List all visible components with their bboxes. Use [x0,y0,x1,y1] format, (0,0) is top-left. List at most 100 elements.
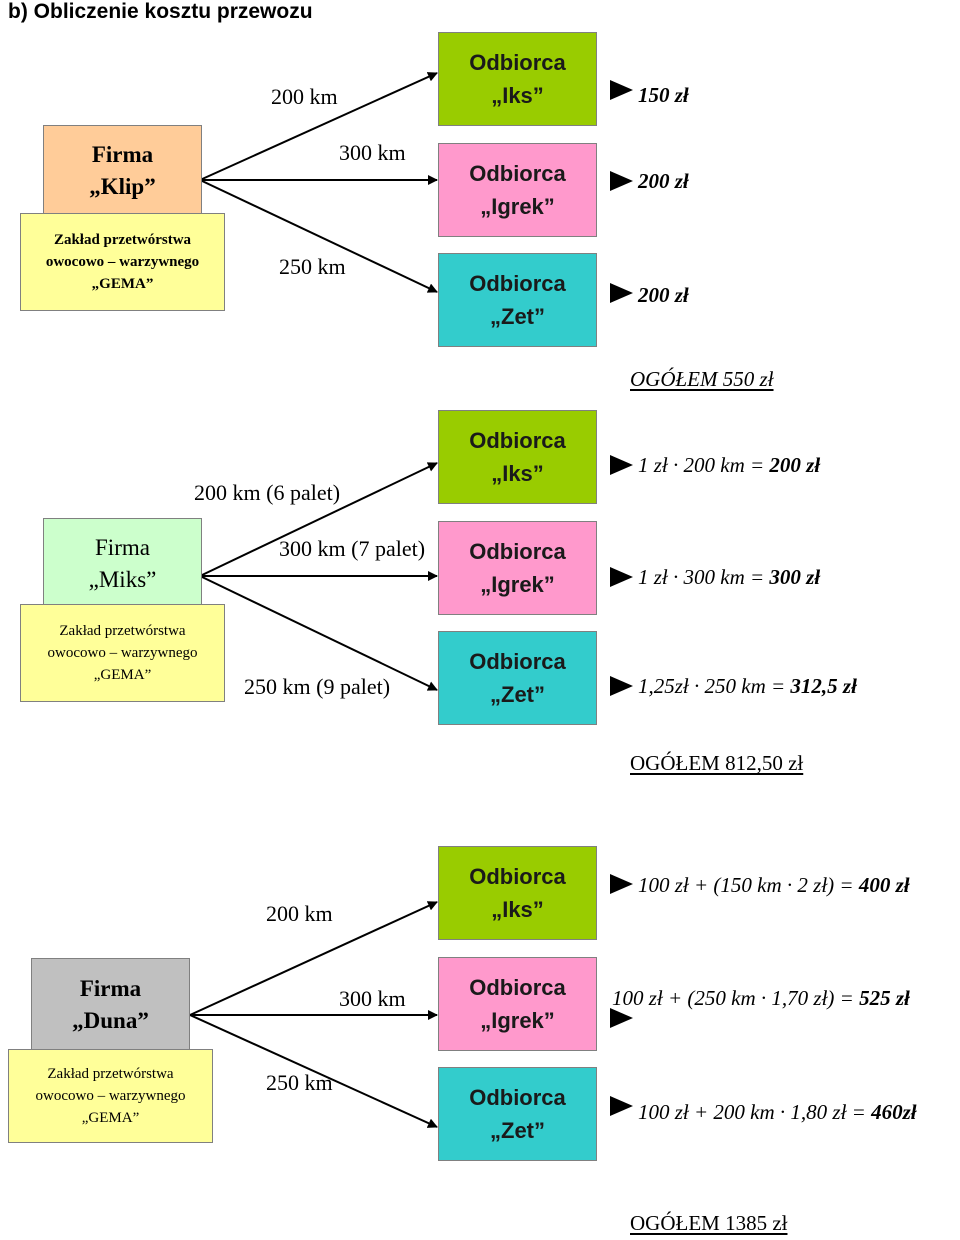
zaklad-gema-box: Zakład przetwórstwa owocowo – warzywnego… [8,1049,213,1143]
firma-label: Firma [79,976,142,1001]
result-arrow-3-iks [610,874,633,894]
route-line-miks-zet [199,575,438,691]
odbiorca-name: „Igrek” [480,572,555,597]
cost-zet: 100 zł + 200 km · 1,80 zł = 460zł [638,1099,917,1125]
cost-igrek: 1 zł · 300 km = 300 zł [638,564,820,590]
distance-label-igrek: 300 km (7 palet) [279,536,426,561]
odbiorca-label: Odbiorca [469,161,566,186]
total-miks: OGÓŁEM 812,50 zł [630,751,804,775]
zaklad-line-2: owocowo – warzywnego [45,254,200,270]
distance-label-iks: 200 km [271,84,338,109]
cost-result: 300 zł [769,565,821,589]
total-klip: OGÓŁEM 550 zł [630,367,774,391]
zaklad-line-2: owocowo – warzywnego [47,645,198,661]
zaklad-line-3: „GEMA” [93,667,152,683]
result-arrow-1-iks [610,80,633,100]
odbiorca-label: Odbiorca [469,271,566,296]
odbiorca-zet-box: Odbiorca „Zet” [438,631,597,725]
cost-result: 200 zł [638,283,689,307]
cost-iks: 1 zł · 200 km = 200 zł [638,452,820,478]
zaklad-line-1: Zakład przetwórstwa [53,232,192,248]
odbiorca-label: Odbiorca [469,864,566,889]
zaklad-line-3: „GEMA” [81,1110,140,1126]
route-line-duna-zet [189,1014,438,1128]
odbiorca-igrek-box: Odbiorca „Igrek” [438,957,597,1051]
firma-klip-box: Firma „Klip” [43,125,202,217]
odbiorca-name: „Zet” [490,304,545,329]
distance-label-igrek: 300 km [339,986,406,1011]
zaklad-gema-box: Zakład przetwórstwa owocowo – warzywnego… [20,604,225,702]
route-line-klip-iks [199,72,438,181]
odbiorca-name: „Iks” [491,897,544,922]
firma-duna-box: Firma „Duna” [31,958,190,1052]
cost-igrek: 100 zł + (250 km · 1,70 zł) = 525 zł [612,985,910,1011]
zaklad-line-1: Zakład przetwórstwa [59,623,186,639]
odbiorca-label: Odbiorca [469,539,566,564]
result-arrow-1-igrek [610,171,633,191]
cost-result: 200 zł [638,169,689,193]
cost-result: 525 zł [859,986,910,1010]
route-line-duna-iks [189,901,438,1016]
firma-name: „Duna” [72,1008,149,1033]
odbiorca-name: „Zet” [490,682,545,707]
distance-label-iks: 200 km [266,901,333,926]
total-duna: OGÓŁEM 1385 zł [630,1211,788,1235]
odbiorca-zet-box: Odbiorca „Zet” [438,1067,597,1161]
odbiorca-iks-box: Odbiorca „Iks” [438,846,597,940]
distance-label-zet: 250 km [279,254,346,279]
odbiorca-name: „Igrek” [480,194,555,219]
cost-expression: 100 zł + 200 km · 1,80 zł = [638,1100,872,1124]
zaklad-line-3: „GEMA” [91,276,154,292]
route-line-miks-iks [199,462,438,577]
distance-label-zet: 250 km (9 palet) [244,674,391,699]
odbiorca-name: „Iks” [491,461,544,486]
cost-expression: 100 zł + (150 km · 2 zł) = [638,873,859,897]
firma-name: „Miks” [88,567,157,592]
zaklad-gema-box: Zakład przetwórstwa owocowo – warzywnego… [20,213,225,311]
cost-result: 460zł [871,1100,917,1124]
odbiorca-name: „Igrek” [480,1008,555,1033]
cost-result: 200 zł [769,453,821,477]
result-arrow-1-zet [610,283,633,303]
result-arrow-3-igrek [610,1008,633,1028]
cost-expression: 1 zł · 200 km = [638,453,770,477]
cost-iks: 150 zł [638,82,689,108]
firma-label: Firma [91,142,154,167]
cost-result: 312,5 zł [790,674,857,698]
cost-result: 400 zł [858,873,910,897]
cost-igrek: 200 zł [638,168,689,194]
odbiorca-label: Odbiorca [469,975,566,1000]
odbiorca-label: Odbiorca [469,649,566,674]
distance-label-iks: 200 km (6 palet) [194,480,341,505]
cost-iks: 100 zł + (150 km · 2 zł) = 400 zł [638,872,910,898]
firma-miks-box: Firma „Miks” [43,518,202,610]
cost-result: 150 zł [638,83,689,107]
zaklad-line-2: owocowo – warzywnego [35,1088,186,1104]
odbiorca-iks-box: Odbiorca „Iks” [438,32,597,126]
zaklad-line-1: Zakład przetwórstwa [47,1066,174,1082]
odbiorca-name: „Zet” [490,1118,545,1143]
odbiorca-name: „Iks” [491,83,544,108]
result-arrow-2-iks [610,455,633,475]
odbiorca-igrek-box: Odbiorca „Igrek” [438,143,597,237]
odbiorca-label: Odbiorca [469,1085,566,1110]
cost-expression: 1,25zł · 250 km = [638,674,791,698]
distance-label-zet: 250 km [266,1070,333,1095]
cost-expression: 1 zł · 300 km = [638,565,770,589]
odbiorca-igrek-box: Odbiorca „Igrek” [438,521,597,615]
result-arrow-2-igrek [610,567,633,587]
distance-label-igrek: 300 km [339,140,406,165]
result-arrow-3-zet [610,1096,633,1116]
route-line-klip-zet [199,179,438,293]
cost-expression: 100 zł + (250 km · 1,70 zł) = [612,986,860,1010]
result-arrow-2-zet [610,676,633,696]
odbiorca-label: Odbiorca [469,428,566,453]
odbiorca-iks-box: Odbiorca „Iks” [438,410,597,504]
firma-label: Firma [95,535,150,560]
odbiorca-zet-box: Odbiorca „Zet” [438,253,597,347]
page-title: b) Obliczenie kosztu przewozu [8,0,313,23]
cost-zet: 1,25zł · 250 km = 312,5 zł [638,673,857,699]
cost-zet: 200 zł [638,282,689,308]
firma-name: „Klip” [89,174,156,199]
